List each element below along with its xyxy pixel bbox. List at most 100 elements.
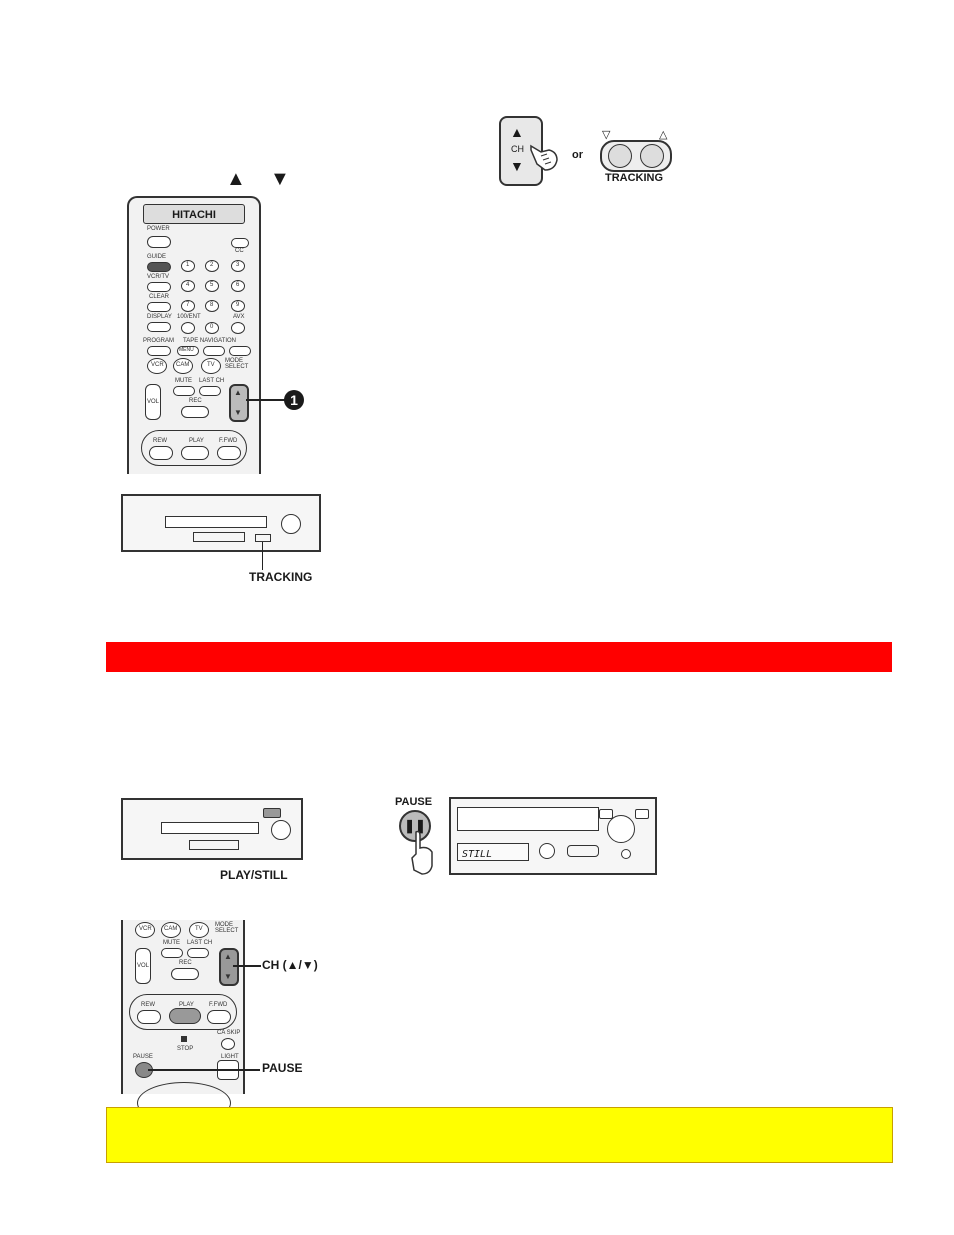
mute-label: MUTE (175, 378, 192, 384)
panel-dial (607, 815, 635, 843)
tracking-buttons-label: TRACKING (605, 172, 664, 184)
stop-label: STOP (177, 1046, 194, 1052)
cam-mode-button: CAM (161, 922, 181, 938)
ch-down-arrow-icon: ▼ (510, 158, 524, 174)
menu-button: MENU (177, 346, 199, 356)
panel-tape-slot (457, 807, 599, 831)
panel-small-button-1 (599, 809, 613, 819)
remote-pause-label: PAUSE (262, 1061, 303, 1075)
plus100-button (181, 322, 195, 334)
plus100-label: 100/ENT (177, 314, 201, 320)
remote-control: HITACHI POWER CC GUIDE VCR/TV CLEAR DISP… (127, 196, 261, 474)
ch-label: CH (511, 144, 524, 154)
panel-small-button-2 (635, 809, 649, 819)
ch-rocker: ▲ ▼ (229, 384, 249, 422)
tracking-down-triangle-icon: ▽ (602, 129, 611, 141)
vcr-front-panel-detail: STILL (449, 797, 657, 875)
last-ch-button (199, 386, 221, 396)
vol-rocker: VOL (135, 948, 151, 984)
tracking-buttons-illustration (600, 140, 672, 172)
vcr-illustration-top (121, 494, 321, 552)
digit-2-button: 2 (205, 260, 219, 272)
yellow-note-box (106, 1107, 893, 1163)
transport-oval (129, 994, 237, 1030)
cc-label: CC (235, 248, 244, 254)
tape-nav-label: TAPE NAVIGATION (183, 338, 237, 344)
stop-square-icon (181, 1036, 187, 1042)
avx-label: AVX (233, 314, 245, 320)
pause-icon: ❚❚ (404, 818, 426, 833)
play-button (181, 446, 209, 460)
rec-label: REC (189, 398, 202, 404)
ch-rocker: ▲ ▼ (219, 948, 239, 986)
nav-up-button (229, 346, 251, 356)
rew-button (149, 446, 173, 460)
pointing-hand-icon (530, 144, 558, 171)
transport-oval (141, 430, 247, 466)
ch-rocker-down-icon: ▼ (224, 972, 232, 981)
remote-brand: HITACHI (172, 209, 216, 221)
nav-down-button (203, 346, 225, 356)
avx-button (231, 322, 245, 334)
clear-button (147, 302, 171, 312)
rew-label: REW (153, 438, 167, 444)
digit-7-button: 7 (181, 300, 195, 312)
pause-button-illustration: ❚❚ (399, 810, 431, 842)
digit-3-button: 3 (231, 260, 245, 272)
still-display: STILL (457, 843, 529, 861)
pause-callout-line (148, 1069, 260, 1071)
vcr-dial (281, 514, 301, 534)
callout-line (246, 399, 286, 401)
rec-button (181, 406, 209, 418)
display-button (147, 322, 171, 332)
digit-9-button: 9 (231, 300, 245, 312)
digit-4-button: 4 (181, 280, 195, 292)
vcr-mode-button: VCR (147, 358, 167, 374)
light-label: LIGHT (221, 1054, 239, 1060)
vcr-display (189, 840, 239, 850)
tape-slot (165, 516, 267, 528)
vcr-tracking-buttons (255, 534, 271, 542)
mode-select-label: MODE SELECT (225, 358, 249, 370)
or-text: or (572, 149, 583, 161)
rec-button (171, 968, 199, 980)
digit-0-button: 0 (205, 322, 219, 334)
ffwd-button (217, 446, 241, 460)
ch-rocker-up-icon: ▲ (224, 952, 232, 961)
vcrtv-button (147, 282, 171, 292)
play-still-label: PLAY/STILL (220, 868, 288, 882)
last-ch-button (187, 948, 209, 958)
ch-up-arrow-icon: ▲ (510, 124, 524, 140)
program-button (147, 346, 171, 356)
vcr-display (193, 532, 245, 542)
play-button (169, 1008, 201, 1024)
vol-rocker: VOL (145, 384, 161, 420)
ch-callout-line (233, 965, 261, 967)
play-label: PLAY (189, 438, 204, 444)
panel-button (539, 843, 555, 859)
digit-5-button: 5 (205, 280, 219, 292)
tracking-minus-button (608, 144, 632, 168)
rew-label: REW (141, 1002, 155, 1008)
vcr-illustration-still (121, 798, 303, 860)
mute-label: MUTE (163, 940, 180, 946)
still-display-text: STILL (462, 849, 493, 860)
guide-label: GUIDE (147, 254, 167, 260)
clear-label: CLEAR (149, 294, 170, 300)
pressing-finger-icon (411, 830, 433, 875)
remote-brand-plate: HITACHI (143, 204, 245, 224)
power-label: POWER (147, 226, 170, 232)
cc-button (231, 238, 249, 248)
power-button (147, 236, 171, 248)
tracking-label: TRACKING (249, 570, 313, 584)
guide-button (147, 262, 171, 272)
last-ch-label: LAST CH (187, 940, 213, 946)
ffwd-label: F.FWD (209, 1002, 228, 1008)
ch-rocker-up-icon: ▲ (234, 388, 242, 397)
program-label: PROGRAM (143, 338, 175, 344)
ffwd-label: F.FWD (219, 438, 238, 444)
pause-detail-label: PAUSE (395, 796, 433, 808)
tv-mode-button: TV (201, 358, 221, 374)
vcrtv-label: VCR/TV (147, 274, 170, 280)
digit-8-button: 8 (205, 300, 219, 312)
